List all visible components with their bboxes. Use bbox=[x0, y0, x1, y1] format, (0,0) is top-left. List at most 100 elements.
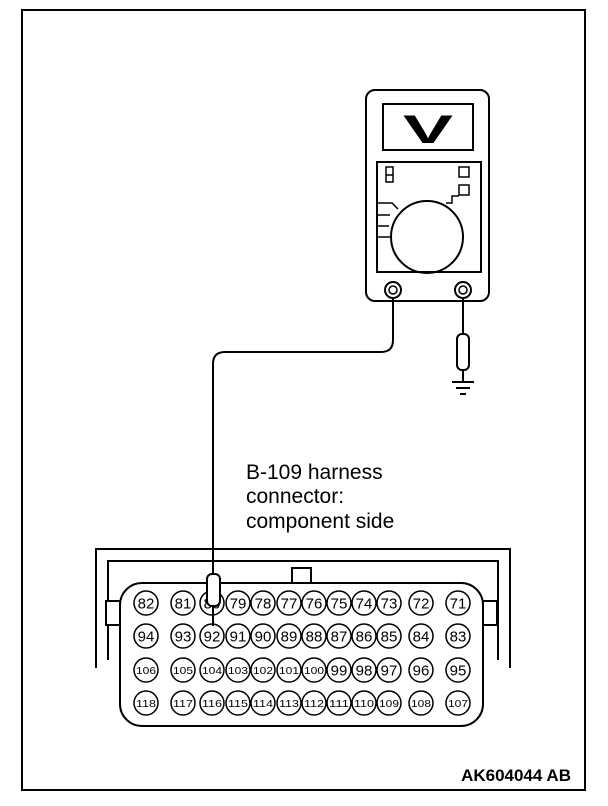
pin: 90 bbox=[250, 623, 276, 649]
meter-display bbox=[382, 103, 474, 151]
pin-circle bbox=[351, 623, 377, 649]
pin-circle bbox=[301, 590, 327, 616]
pin-circle bbox=[133, 590, 159, 616]
meter-panel-line bbox=[446, 195, 459, 204]
ground-probe bbox=[456, 333, 470, 371]
pin: 99 bbox=[326, 657, 352, 683]
pin-number: 104 bbox=[202, 665, 222, 677]
pin: 97 bbox=[376, 657, 402, 683]
pin: 111 bbox=[326, 690, 352, 716]
pin-circle bbox=[445, 623, 471, 649]
pin-circle bbox=[326, 690, 352, 716]
pin: 74 bbox=[351, 590, 377, 616]
pin-number: 105 bbox=[173, 665, 193, 677]
pin-number: 85 bbox=[381, 629, 398, 646]
pin: 113 bbox=[276, 690, 302, 716]
pin-circle bbox=[351, 657, 377, 683]
pin-number: 87 bbox=[331, 629, 348, 646]
pin-number: 108 bbox=[411, 698, 431, 710]
pin: 89 bbox=[276, 623, 302, 649]
pin-circle bbox=[326, 623, 352, 649]
pin-circle bbox=[170, 590, 196, 616]
pin: 115 bbox=[225, 690, 251, 716]
pin-number: 91 bbox=[230, 629, 247, 646]
pin: 95 bbox=[445, 657, 471, 683]
pin-number: 83 bbox=[450, 629, 467, 646]
pin-number: 82 bbox=[138, 596, 155, 613]
pin-number: 74 bbox=[356, 596, 373, 613]
pin: 108 bbox=[408, 690, 434, 716]
pin: 104 bbox=[199, 657, 225, 683]
pin-circle bbox=[225, 590, 251, 616]
meter-switch-icon bbox=[385, 166, 394, 183]
pin-number: 94 bbox=[138, 629, 155, 646]
figure-frame bbox=[21, 9, 586, 791]
pin: 86 bbox=[351, 623, 377, 649]
pin-circle bbox=[351, 590, 377, 616]
pin-number: 71 bbox=[450, 596, 467, 613]
pin-circle bbox=[445, 690, 471, 716]
pin: 98 bbox=[351, 657, 377, 683]
pin: 73 bbox=[376, 590, 402, 616]
pin-circle bbox=[250, 623, 276, 649]
pin-number: 112 bbox=[304, 698, 324, 710]
test-probe bbox=[206, 573, 221, 607]
pin-number: 72 bbox=[413, 596, 430, 613]
pin: 85 bbox=[376, 623, 402, 649]
pin-number: 81 bbox=[175, 596, 192, 613]
pin-number: 84 bbox=[413, 629, 430, 646]
pin: 81 bbox=[170, 590, 196, 616]
pin: 112 bbox=[301, 690, 327, 716]
ground-lead bbox=[452, 298, 474, 395]
pin: 71 bbox=[445, 590, 471, 616]
pin-number: 117 bbox=[173, 698, 193, 710]
connector-housing-outer bbox=[95, 548, 511, 668]
pin-circle bbox=[225, 657, 251, 683]
pin-number: 107 bbox=[448, 698, 468, 710]
pin-number: 116 bbox=[202, 698, 222, 710]
pin-number: 102 bbox=[253, 665, 273, 677]
pin: 114 bbox=[250, 690, 276, 716]
harness-connector: 8281807978777675747372719493929190898887… bbox=[95, 548, 511, 727]
pin-number: 110 bbox=[354, 698, 374, 710]
pin-number: 103 bbox=[228, 665, 248, 677]
pin-circle bbox=[326, 590, 352, 616]
pin-circle bbox=[276, 623, 302, 649]
pin: 116 bbox=[199, 690, 225, 716]
pin-number: 88 bbox=[306, 629, 323, 646]
pin-number: 106 bbox=[136, 665, 156, 677]
multimeter: V bbox=[365, 89, 490, 302]
pin-circle bbox=[301, 690, 327, 716]
pin-circle bbox=[225, 690, 251, 716]
pin-number: 97 bbox=[381, 663, 398, 680]
pin: 91 bbox=[225, 623, 251, 649]
pin: 83 bbox=[445, 623, 471, 649]
pin-circle bbox=[250, 690, 276, 716]
pin-number: 73 bbox=[381, 596, 398, 613]
pin: 118 bbox=[133, 690, 159, 716]
pin-number: 79 bbox=[230, 596, 247, 613]
pin: 79 bbox=[225, 590, 251, 616]
pin-circle bbox=[170, 623, 196, 649]
connector-caption-line: connector: bbox=[246, 485, 344, 508]
pin: 105 bbox=[170, 657, 196, 683]
meter-button-icon bbox=[458, 166, 470, 178]
meter-button-icon bbox=[458, 184, 470, 196]
pin-number: 115 bbox=[228, 698, 248, 710]
pin-number: 100 bbox=[304, 665, 324, 677]
connector-pins: 8281807978777675747372719493929190898887… bbox=[133, 590, 471, 716]
pin-circle bbox=[301, 657, 327, 683]
pin-circle bbox=[170, 657, 196, 683]
pin-number: 75 bbox=[331, 596, 348, 613]
pin-number: 99 bbox=[331, 663, 348, 680]
pin: 102 bbox=[250, 657, 276, 683]
pin-circle bbox=[133, 623, 159, 649]
pin-number: 95 bbox=[450, 663, 467, 680]
pin: 94 bbox=[133, 623, 159, 649]
pin: 101 bbox=[276, 657, 302, 683]
pin: 96 bbox=[408, 657, 434, 683]
meter-dial bbox=[390, 200, 464, 274]
pin-number: 109 bbox=[379, 698, 399, 710]
pin-circle bbox=[408, 690, 434, 716]
pin-circle bbox=[376, 623, 402, 649]
